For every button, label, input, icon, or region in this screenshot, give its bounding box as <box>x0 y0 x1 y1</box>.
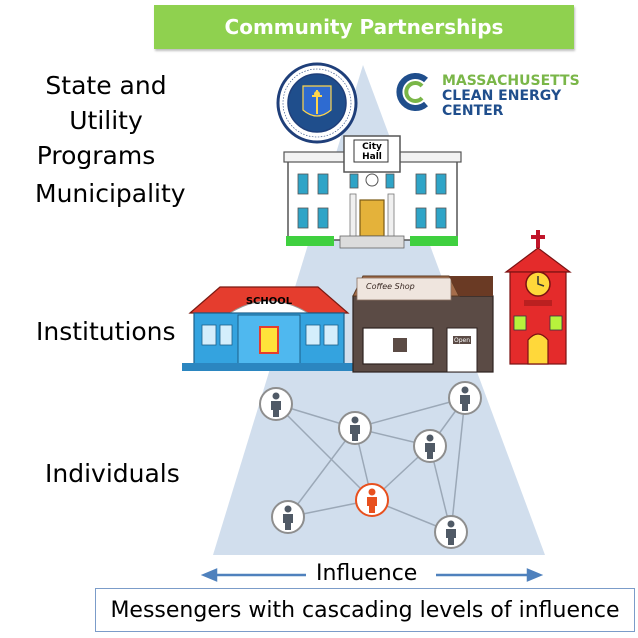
level-label-municipality: Municipality <box>35 179 186 208</box>
masscec-line1: MASSACHUSETTS <box>442 73 580 89</box>
state-seal-icon <box>276 62 358 144</box>
masscec-line2: CLEAN ENERGY <box>442 88 562 104</box>
person-icon <box>259 387 293 421</box>
masscec-logo-text: MASSACHUSETTS CLEAN ENERGY CENTER <box>442 74 580 119</box>
level-label-state-line2: Programs <box>36 141 156 170</box>
school-icon <box>182 286 354 371</box>
person-icon <box>271 500 305 534</box>
influence-label: Influence <box>316 561 418 586</box>
level-label-individuals: Individuals <box>45 459 180 488</box>
level-label-state: State and Utility Programs <box>6 68 206 173</box>
banner: Community Partnerships <box>154 5 574 49</box>
person-icon <box>338 411 372 445</box>
coffee-shop-icon <box>352 275 494 373</box>
person-node-4 <box>412 428 448 468</box>
person-node-1 <box>258 386 294 426</box>
school-sign: SCHOOL <box>245 296 293 307</box>
person-node-2 <box>337 410 373 450</box>
city-hall-sign: City Hall <box>356 142 388 162</box>
caption-box: Messengers with cascading levels of infl… <box>95 588 635 632</box>
person-node-6 <box>433 514 469 554</box>
coffee-shop-open-sign: Open <box>454 337 471 344</box>
person-icon <box>413 429 447 463</box>
level-label-institutions: Institutions <box>36 317 176 346</box>
masscec-line3: CENTER <box>442 103 504 119</box>
person-node-5 <box>270 499 306 539</box>
level-label-state-line1: State and Utility <box>45 71 167 135</box>
city-hall-icon <box>283 135 462 249</box>
person-icon <box>434 515 468 549</box>
church-icon <box>504 230 572 365</box>
coffee-shop-sign: Coffee Shop <box>366 282 415 291</box>
person-node-3 <box>447 380 483 420</box>
city-hall-sign-line1: City <box>362 142 382 152</box>
person-highlight-icon <box>355 483 389 517</box>
city-hall-sign-line2: Hall <box>362 152 382 162</box>
masscec-logo-icon <box>396 73 428 111</box>
person-node-highlight <box>354 482 390 522</box>
person-icon <box>448 381 482 415</box>
